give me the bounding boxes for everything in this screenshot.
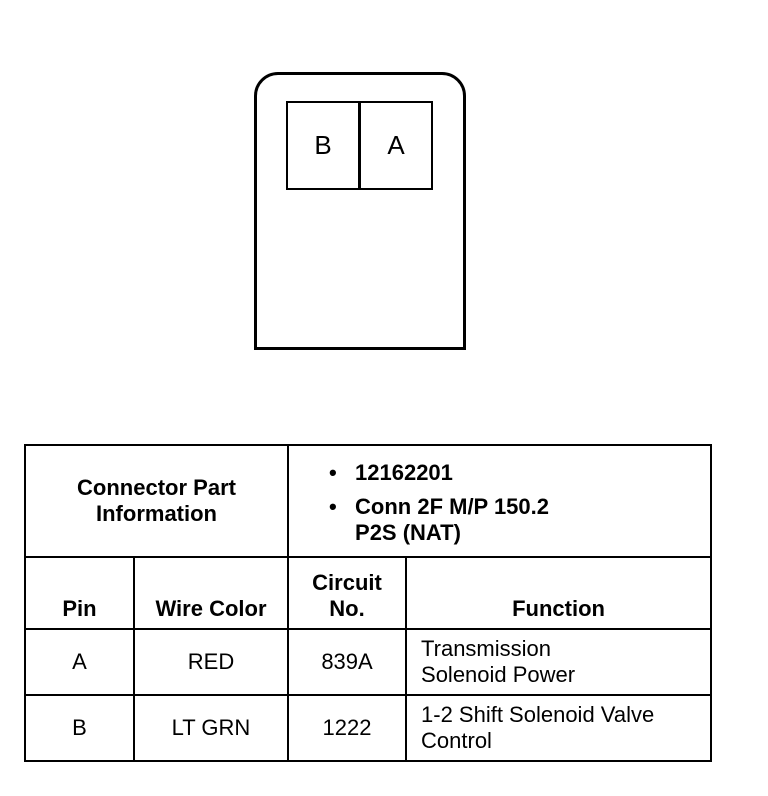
- part-info-label: Connector Part Information: [23, 444, 290, 558]
- cell-pin: B: [24, 694, 135, 762]
- part-info-list: 12162201 Conn 2F M/P 150.2 P2S (NAT): [287, 444, 713, 558]
- header-circuit: Circuit No.: [287, 556, 408, 630]
- connector-pin-a: A: [359, 101, 433, 190]
- pin-label: B: [314, 130, 332, 160]
- pin-label: A: [387, 130, 405, 160]
- header-pin: Pin: [24, 556, 135, 630]
- part-info-row: Connector Part Information 12162201 Conn…: [23, 444, 713, 558]
- table-row: A RED 839A Transmission Solenoid Power: [24, 628, 713, 696]
- cell-wire-color: LT GRN: [132, 694, 290, 762]
- cell-function: Transmission Solenoid Power: [405, 628, 713, 696]
- connector-outline: [254, 72, 466, 350]
- cell-circuit: 839A: [287, 628, 408, 696]
- header-function: Function: [405, 556, 713, 630]
- cell-function: 1-2 Shift Solenoid Valve Control: [405, 694, 713, 762]
- table-row: B LT GRN 1222 1-2 Shift Solenoid Valve C…: [24, 694, 713, 762]
- connector-desc-item: Conn 2F M/P 150.2 P2S (NAT): [329, 494, 710, 546]
- part-number-item: 12162201: [329, 460, 710, 486]
- connector-pin-b: B: [286, 101, 360, 190]
- table-header-row: Pin Wire Color Circuit No. Function: [24, 556, 713, 630]
- connector-info-table: Connector Part Information 12162201 Conn…: [23, 444, 713, 762]
- cell-circuit: 1222: [287, 694, 408, 762]
- cell-pin: A: [24, 628, 135, 696]
- cell-wire-color: RED: [132, 628, 290, 696]
- header-wire-color: Wire Color: [132, 556, 290, 630]
